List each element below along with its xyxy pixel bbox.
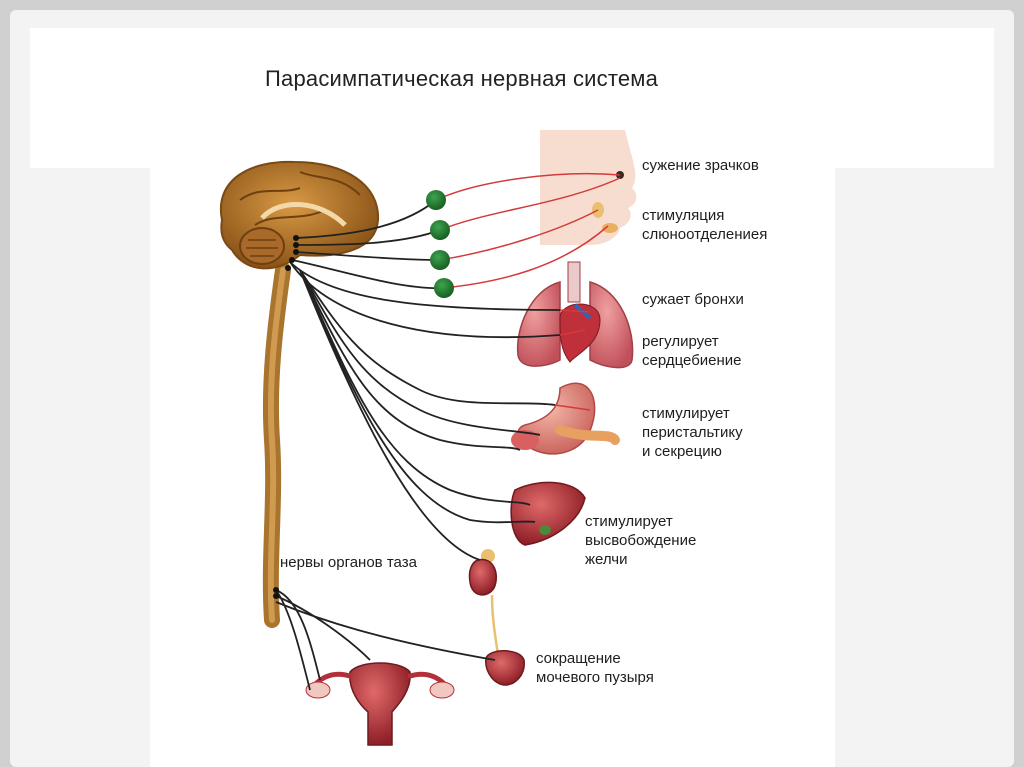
label-saliva-line2: слюноотделениея bbox=[642, 226, 768, 243]
stomach-illustration bbox=[511, 382, 620, 455]
nerve-origins bbox=[273, 235, 299, 599]
lungs-heart-illustration bbox=[516, 261, 634, 369]
label-heart-line2: сердцебиение bbox=[642, 352, 742, 369]
liver-illustration bbox=[510, 481, 586, 546]
ganglia bbox=[426, 190, 454, 298]
label-liver-line1: стимулирует bbox=[585, 513, 673, 530]
page-title: Парасимпатическая нервная система bbox=[265, 66, 659, 91]
label-bladder-line2: мочевого пузыря bbox=[536, 669, 654, 686]
label-bronchi: сужает бронхи bbox=[642, 291, 744, 308]
label-stomach-line3: и секрецию bbox=[642, 443, 722, 460]
uterus-illustration bbox=[305, 662, 455, 746]
label-pupils: сужение зрачков bbox=[642, 157, 759, 174]
label-bladder-line1: сокращение bbox=[536, 650, 621, 667]
label-stomach-line1: стимулирует bbox=[642, 405, 730, 422]
label-heart-line1: регулирует bbox=[642, 333, 719, 350]
vagus-nerve-branches bbox=[289, 261, 561, 561]
bladder-illustration bbox=[485, 650, 525, 686]
postganglionic-fibers bbox=[435, 173, 621, 289]
kidney-illustration bbox=[468, 549, 500, 656]
brain-illustration bbox=[219, 160, 380, 270]
face-illustration bbox=[540, 130, 637, 245]
label-liver-line3: желчи bbox=[585, 551, 628, 568]
label-saliva-line1: стимуляция bbox=[642, 207, 725, 224]
label-liver-line2: высвобождение bbox=[585, 532, 697, 549]
cranial-nerves bbox=[291, 199, 445, 289]
label-stomach-line2: перистальтику bbox=[642, 424, 743, 441]
label-pelvic-nerves: нервы органов таза bbox=[280, 554, 417, 571]
pelvic-nerves bbox=[275, 589, 496, 691]
title-box bbox=[30, 28, 994, 168]
